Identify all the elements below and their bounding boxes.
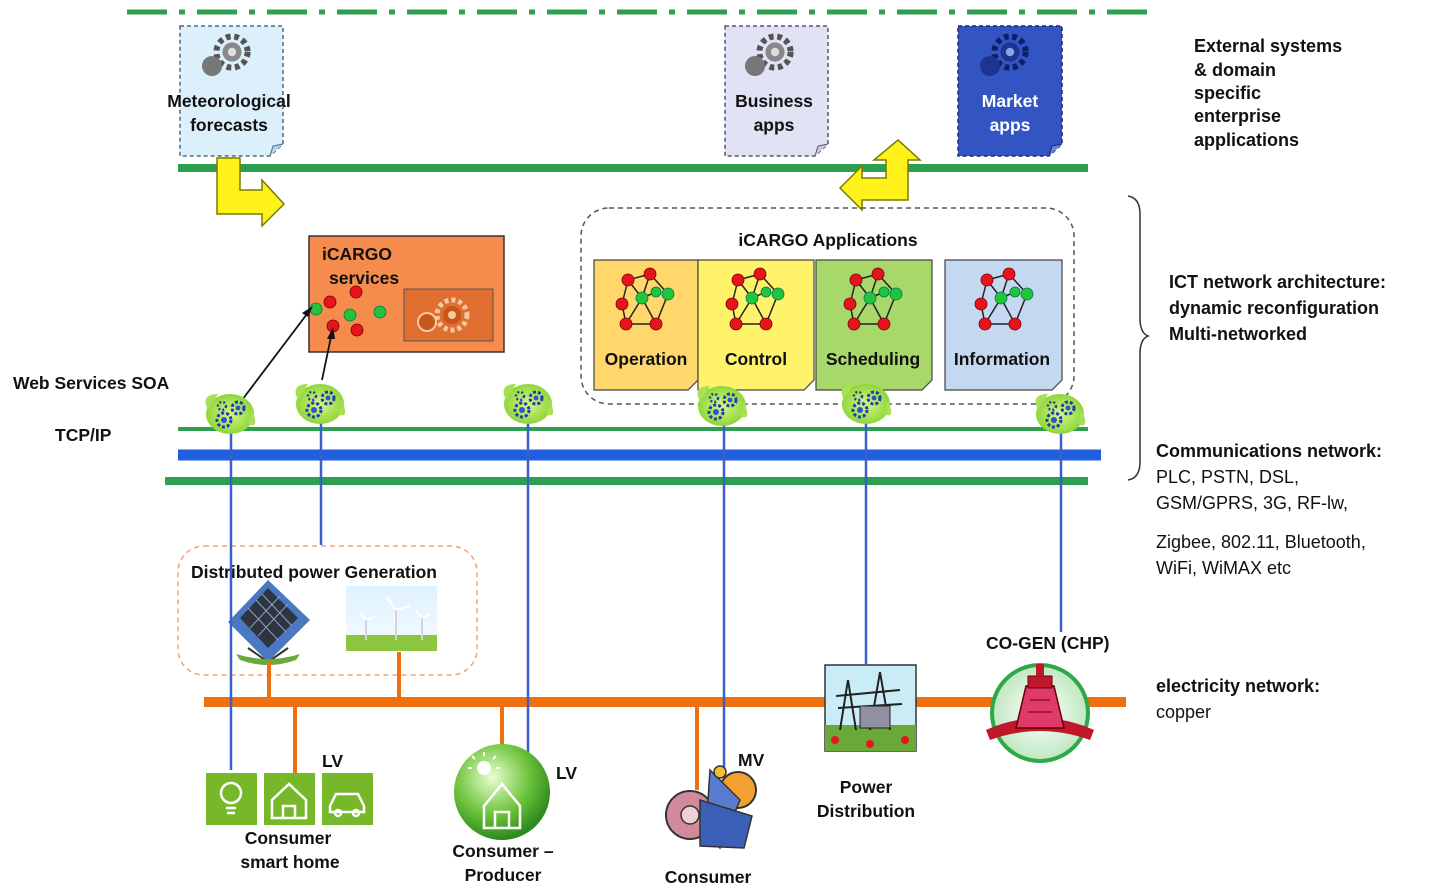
consumer-label: Consumer <box>665 867 752 887</box>
ict-network-note: ICT network architecture: dynamic reconf… <box>1169 272 1386 344</box>
app-control[interactable]: Control <box>697 259 815 391</box>
service-node <box>343 308 357 322</box>
external-systems-note: External systems & domain specific enter… <box>1194 36 1342 150</box>
web-services-soa-label: Web Services SOA <box>13 373 170 393</box>
lightbulb-icon <box>219 781 243 815</box>
consumer-producer-icon[interactable] <box>454 744 550 840</box>
ext-note-line3: specific <box>1194 83 1261 103</box>
business-label-line2: apps <box>754 115 795 135</box>
applications-title: iCARGO Applications <box>738 230 917 250</box>
service-node <box>349 285 363 299</box>
ict-bracket <box>1127 195 1151 481</box>
app-information[interactable]: Information <box>944 259 1063 391</box>
generation-title: Distributed power Generation <box>191 562 437 582</box>
meteo-down-arrow <box>216 157 286 228</box>
app-information-label: Information <box>954 349 1050 369</box>
app-scheduling[interactable]: Scheduling <box>815 259 933 391</box>
elec-note-line2: copper <box>1156 702 1211 722</box>
app-control-label: Control <box>725 349 787 369</box>
service-link-arrow <box>321 331 333 381</box>
smart-home-label-line2: smart home <box>240 852 339 872</box>
ict-note-line2: dynamic reconfiguration <box>1169 298 1379 318</box>
meteorological-forecasts-app[interactable]: Meteorological forecasts <box>167 25 291 157</box>
elec-note-line1: electricity network: <box>1156 676 1320 696</box>
car-icon <box>328 792 366 818</box>
comm-note-line3: GSM/GPRS, 3G, RF-lw, <box>1156 493 1348 513</box>
consumer-producer-label-line2: Producer <box>465 865 542 885</box>
communications-network-note: Communications network: PLC, PSTN, DSL, … <box>1156 441 1382 578</box>
icargo-applications-group: iCARGO Applications Operation Control Sc… <box>580 207 1075 405</box>
power-distribution-label-line2: Distribution <box>817 801 915 821</box>
ict-note-line3: Multi-networked <box>1169 324 1307 344</box>
app-operation-label: Operation <box>605 349 688 369</box>
gear-icon <box>434 297 470 333</box>
meteo-label-line1: Meteorological <box>167 91 291 111</box>
services-title-line1: iCARGO <box>322 244 392 264</box>
service-node <box>309 302 323 316</box>
meteo-label-line2: forecasts <box>190 115 268 135</box>
market-label-line1: Market <box>982 91 1039 111</box>
soa-node-icon[interactable] <box>294 382 347 426</box>
ext-note-line5: applications <box>1194 130 1299 150</box>
power-distribution-icon[interactable] <box>824 664 917 752</box>
ext-note-line2: & domain <box>1194 60 1276 80</box>
distributed-generation-group: Distributed power Generation <box>177 545 478 676</box>
service-node <box>373 305 387 319</box>
business-apps-app[interactable]: Business apps <box>724 25 829 157</box>
comm-note-line2: PLC, PSTN, DSL, <box>1156 467 1299 487</box>
lv-label-2: LV <box>556 763 577 783</box>
solar-panel-icon[interactable] <box>228 580 310 665</box>
smart-home-label-line1: Consumer <box>245 828 332 848</box>
service-node <box>323 295 337 309</box>
market-up-arrow <box>838 139 922 212</box>
comm-note-line1: Communications network: <box>1156 441 1382 461</box>
app-operation[interactable]: Operation <box>593 259 699 391</box>
ict-note-line1: ICT network architecture: <box>1169 272 1386 292</box>
service-node <box>350 323 364 337</box>
comm-note-line4: Zigbee, 802.11, Bluetooth, <box>1156 532 1366 552</box>
service-link-arrow <box>235 309 311 409</box>
cogen-chp-icon[interactable] <box>986 663 1094 763</box>
business-label-line1: Business <box>735 91 813 111</box>
ext-note-line1: External systems <box>1194 36 1342 56</box>
mv-label: MV <box>738 750 765 770</box>
industrial-consumer-icon[interactable] <box>665 765 757 850</box>
power-distribution-label-line1: Power <box>840 777 893 797</box>
lv-label-1: LV <box>322 751 343 771</box>
tcpip-label: TCP/IP <box>55 425 112 445</box>
app-scheduling-label: Scheduling <box>826 349 920 369</box>
electricity-network-note: electricity network: copper <box>1156 676 1320 722</box>
wind-farm-icon[interactable] <box>346 586 437 651</box>
icargo-services-box[interactable]: iCARGO services <box>308 235 505 353</box>
gear-icon <box>991 33 1029 71</box>
comm-links <box>229 410 1063 775</box>
services-title-line2: services <box>329 268 399 288</box>
soa-node-icon[interactable] <box>696 384 749 428</box>
market-apps-app[interactable]: Market apps <box>957 25 1063 157</box>
soa-node-icon[interactable] <box>502 382 555 426</box>
house-icon <box>270 782 308 820</box>
consumer-producer-label-line1: Consumer – <box>452 841 553 861</box>
smart-home-icons[interactable] <box>206 773 373 825</box>
ext-note-line4: enterprise <box>1194 106 1281 126</box>
comm-note-line5: WiFi, WiMAX etc <box>1156 558 1291 578</box>
cogen-label: CO-GEN (CHP) <box>986 633 1109 653</box>
market-label-line2: apps <box>990 115 1031 135</box>
